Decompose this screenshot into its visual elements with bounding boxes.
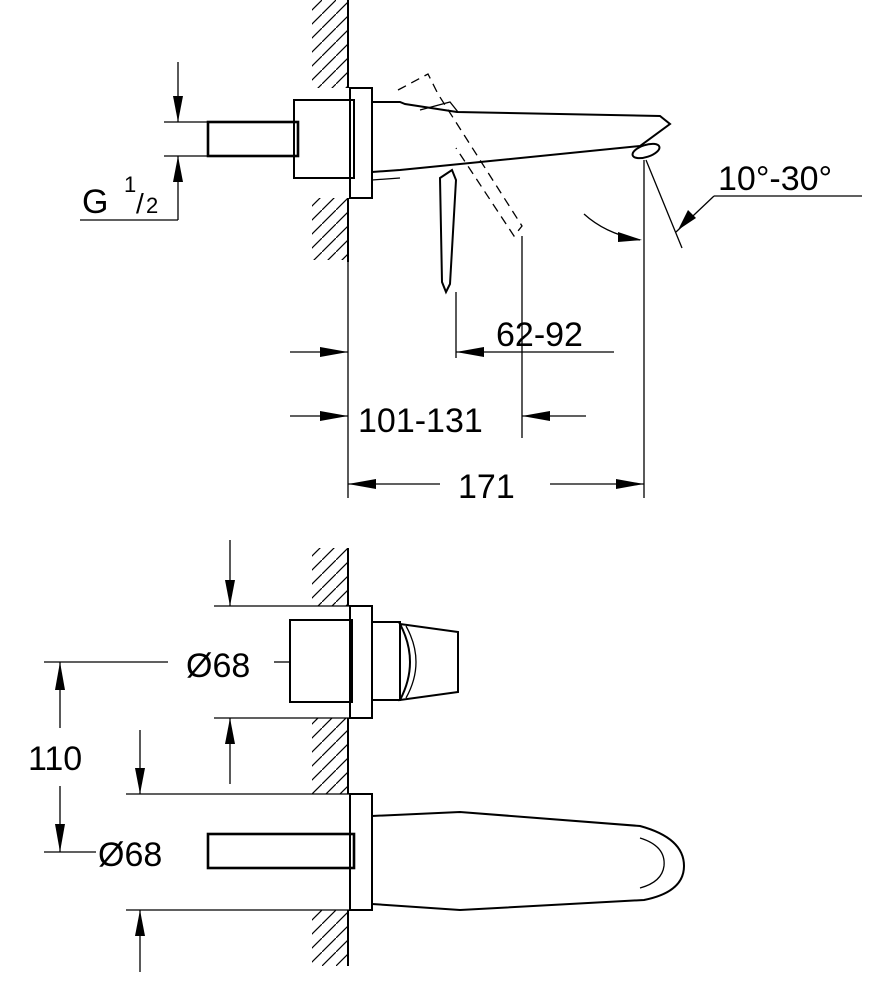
wall-section-top (312, 0, 349, 262)
lever-handle (438, 168, 458, 295)
lever-alt-position (397, 73, 523, 238)
plan-view: Ø68 110 Ø68 (28, 540, 686, 972)
rosette-flange (293, 99, 355, 179)
total-depth-label: 171 (458, 468, 515, 506)
wall-plate (349, 87, 373, 199)
aerator (631, 142, 661, 160)
lever-offset-dimension: 62-92 (290, 316, 614, 357)
valve-plate (349, 605, 373, 719)
thread-dimension: G 1 / 2 (80, 62, 208, 221)
lever-offset-label: 62-92 (496, 316, 583, 354)
side-view: G 1 / 2 10°-30° 62-92 (80, 0, 862, 506)
lever-knob (398, 622, 459, 702)
thread-label-slash: / (136, 188, 144, 219)
rosette-top-dimension: Ø68 (186, 540, 250, 784)
thread-label-sub: 2 (146, 193, 158, 218)
spout-pipe (206, 832, 356, 870)
spout-range-label: 101-131 (358, 402, 483, 440)
valve-rosette (289, 619, 353, 703)
rosette-top-label: Ø68 (186, 647, 250, 685)
angle-label: 10°-30° (718, 160, 832, 198)
spout-body (371, 101, 672, 173)
spout-outline (371, 810, 686, 912)
rosette-bottom-dimension: Ø68 (98, 730, 162, 972)
thread-label-main: G (82, 183, 108, 221)
wall-section-bottom (312, 548, 349, 966)
angle-dimension: 10°-30° (583, 159, 862, 249)
pipe-connector (206, 120, 300, 158)
center-distance-label: 110 (28, 740, 82, 778)
spout-range-dimension: 101-131 (290, 402, 586, 440)
total-depth-dimension: 171 (348, 468, 644, 506)
spout-plate (349, 793, 373, 911)
rosette-bottom-label: Ø68 (98, 836, 162, 874)
thread-label-sup: 1 (124, 172, 136, 197)
center-distance-dimension: 110 (28, 662, 82, 852)
